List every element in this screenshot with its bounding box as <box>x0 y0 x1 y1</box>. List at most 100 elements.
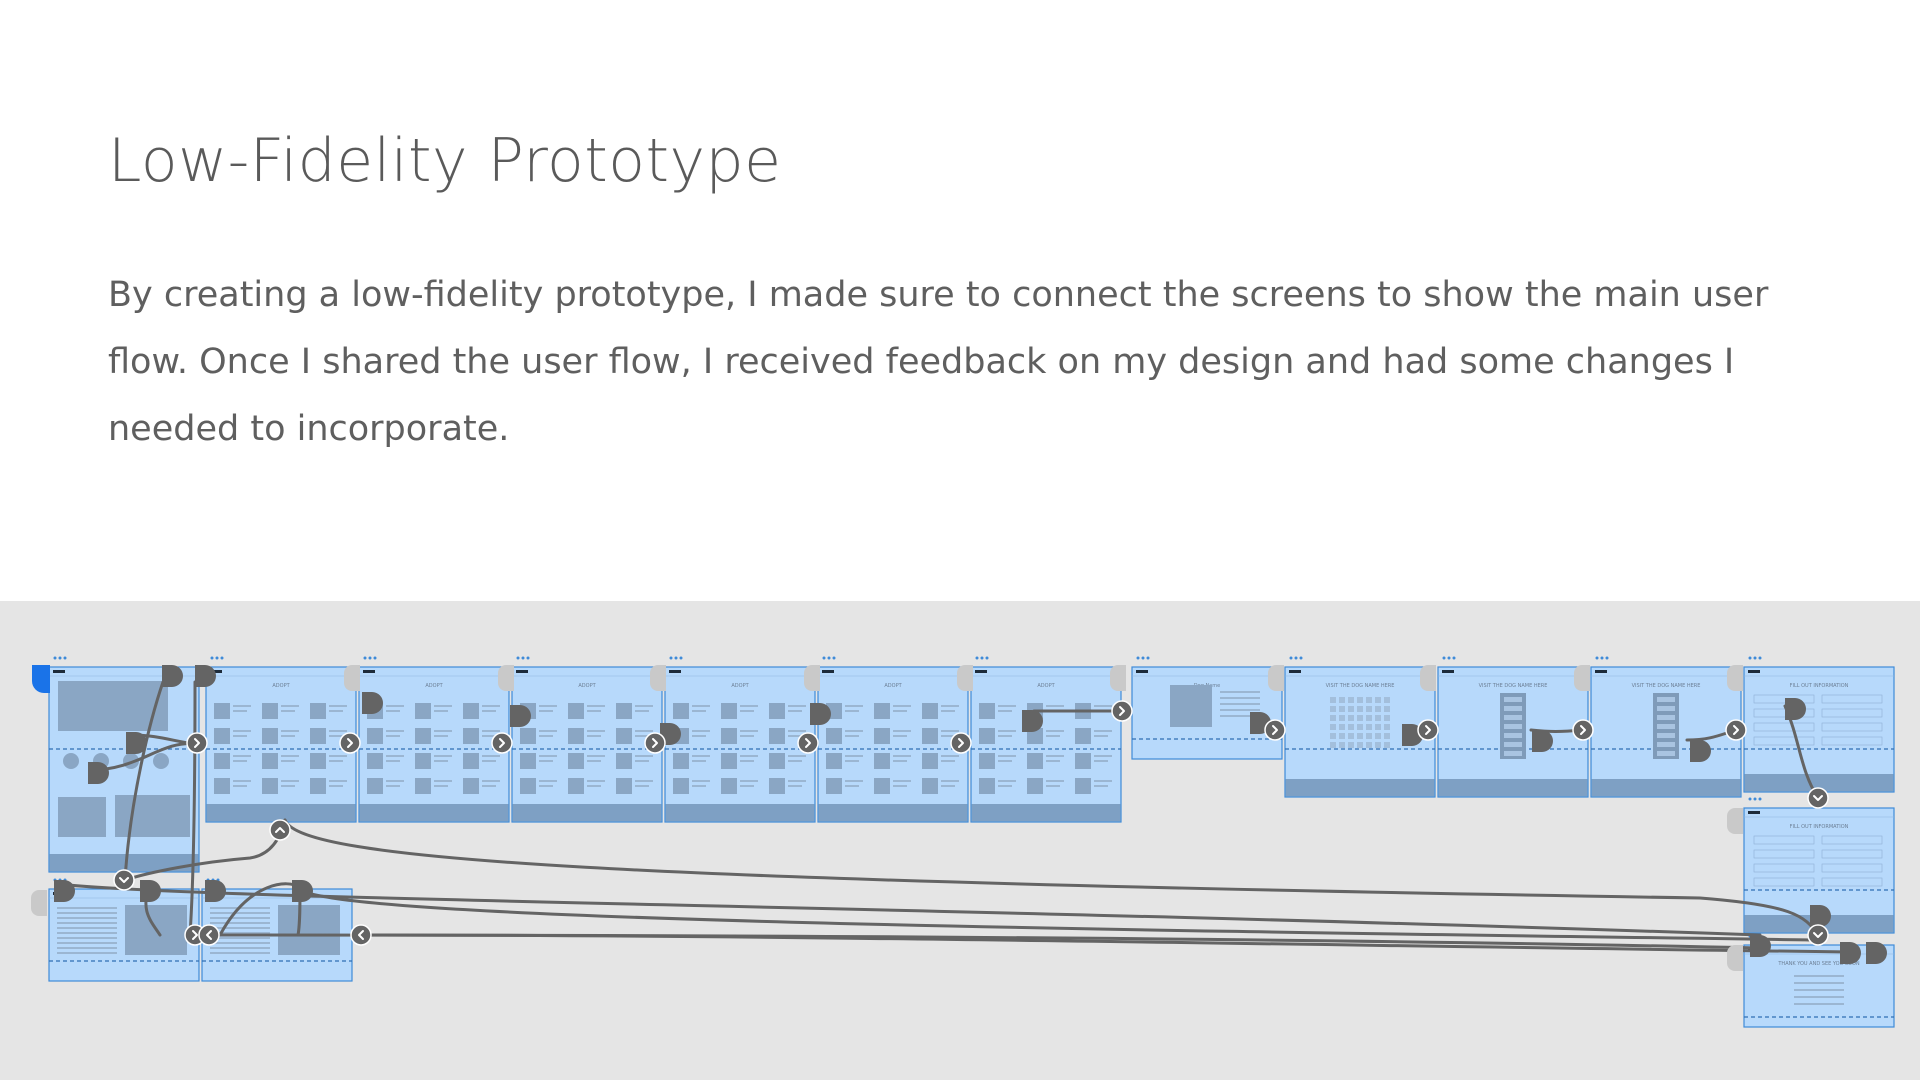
prototype-frame[interactable]: ADOPT <box>511 656 663 823</box>
grid-thumb <box>922 703 938 719</box>
form-field <box>1753 835 1815 845</box>
frame-side-tab <box>650 665 666 691</box>
arrow-chevron-icon <box>958 738 964 748</box>
grid-thumb <box>922 728 938 744</box>
navigation-arrow-icon[interactable] <box>644 732 666 754</box>
navigation-arrow-icon[interactable] <box>269 819 291 841</box>
grid-thumb <box>616 778 632 794</box>
navigation-arrow-icon[interactable] <box>339 732 361 754</box>
navigation-arrow-icon[interactable] <box>491 732 513 754</box>
hotspot-nub[interactable] <box>1810 905 1831 927</box>
prototype-canvas[interactable]: ADOPTADOPTADOPTADOPTADOPTADOPTDog NameVI… <box>0 601 1920 1080</box>
hotspot-nub[interactable] <box>1866 942 1887 964</box>
hotspot-nub[interactable] <box>1690 740 1711 762</box>
navigation-arrow-icon[interactable] <box>950 732 972 754</box>
prototype-frame[interactable]: ADOPT <box>970 656 1122 823</box>
form-field <box>1753 863 1815 873</box>
hotspot-nub[interactable] <box>126 732 147 754</box>
calendar-cell <box>1384 724 1390 730</box>
frame-side-tab <box>1110 665 1126 691</box>
hotspot-nub[interactable] <box>195 665 216 687</box>
grid-caption <box>482 780 500 782</box>
prototype-frame[interactable] <box>48 656 200 873</box>
form-field <box>1753 877 1815 887</box>
grid-caption <box>893 785 907 787</box>
hotspot-nub[interactable] <box>54 880 75 902</box>
prototype-frame[interactable]: ADOPT <box>817 656 969 823</box>
hotspot-nub[interactable] <box>1022 710 1043 732</box>
calendar-cell <box>1375 724 1381 730</box>
hotspot-nub[interactable] <box>292 880 313 902</box>
thanks-text-line <box>1794 1003 1844 1005</box>
prototype-frame[interactable]: VISIT THE DOG NAME HERE <box>1437 656 1589 798</box>
grid-caption <box>233 735 247 737</box>
hotspot-nub[interactable] <box>162 665 183 687</box>
frame-side-tab <box>1727 945 1743 971</box>
hotspot-nub[interactable] <box>140 880 161 902</box>
prototype-frame[interactable]: VISIT THE DOG NAME HERE <box>1590 656 1742 798</box>
grid-thumb <box>979 753 995 769</box>
navigation-arrow-icon[interactable] <box>1572 719 1594 741</box>
detail-text-line <box>1220 703 1260 705</box>
navigation-arrow-icon[interactable] <box>1417 719 1439 741</box>
thanks-text-line <box>1794 996 1844 998</box>
arrow-chevron-icon <box>1119 706 1125 716</box>
hotspot-nub[interactable] <box>362 692 383 714</box>
navigation-arrow-icon[interactable] <box>797 732 819 754</box>
hotspot-nub[interactable] <box>660 723 681 745</box>
navigation-arrow-icon[interactable] <box>350 924 372 946</box>
frame-body[interactable] <box>664 666 816 823</box>
navigation-arrow-icon[interactable] <box>1807 924 1829 946</box>
hotspot-nub[interactable] <box>1750 935 1771 957</box>
frame-body[interactable] <box>1743 666 1895 793</box>
frame-body[interactable] <box>817 666 969 823</box>
frame-body[interactable] <box>970 666 1122 823</box>
grid-caption <box>434 735 448 737</box>
navigation-arrow-icon[interactable] <box>1807 787 1829 809</box>
selection-marker[interactable] <box>32 665 50 693</box>
navigation-arrow-icon[interactable] <box>113 869 135 891</box>
grid-caption <box>635 755 653 757</box>
calendar-cell <box>1384 742 1390 748</box>
frame-menu-dot <box>63 656 67 660</box>
frame-body[interactable] <box>511 666 663 823</box>
grid-thumb <box>568 703 584 719</box>
prototype-frame[interactable]: ADOPT <box>205 656 357 823</box>
time-slot <box>1504 733 1522 738</box>
navigation-arrow-icon[interactable] <box>198 924 220 946</box>
navigation-arrow-icon[interactable] <box>1725 719 1747 741</box>
frame-body[interactable] <box>205 666 357 823</box>
frame-menu-dot <box>1136 656 1140 660</box>
hotspot-nub[interactable] <box>1785 698 1806 720</box>
prototype-frame[interactable]: ADOPT <box>664 656 816 823</box>
frame-menu-dot <box>832 656 836 660</box>
grid-caption <box>635 760 649 762</box>
frame-menu-dot <box>822 656 826 660</box>
calendar-cell <box>1339 724 1345 730</box>
hotspot-nub[interactable] <box>1532 730 1553 752</box>
prototype-frame[interactable]: ADOPT <box>358 656 510 823</box>
detail-text-line <box>1220 691 1260 693</box>
prototype-frame[interactable]: Dog Name <box>1131 656 1283 760</box>
calendar-cell <box>1348 706 1354 712</box>
calendar-cell <box>1357 742 1363 748</box>
navigation-arrow-icon[interactable] <box>1111 700 1133 722</box>
hotspot-nub[interactable] <box>1840 942 1861 964</box>
grid-caption <box>692 710 706 712</box>
hotspot-nub[interactable] <box>510 705 531 727</box>
prototype-flow-diagram[interactable]: ADOPTADOPTADOPTADOPTADOPTADOPTDog NameVI… <box>0 601 1920 1080</box>
prototype-frame[interactable]: FILL OUT INFORMATION <box>1743 656 1895 793</box>
prototype-frame[interactable] <box>48 878 200 982</box>
frame-body[interactable] <box>358 666 510 823</box>
grid-caption <box>386 710 400 712</box>
hotspot-nub[interactable] <box>88 762 109 784</box>
navigation-arrow-icon[interactable] <box>1264 719 1286 741</box>
grid-thumb <box>1075 728 1091 744</box>
article-text-line <box>210 952 270 954</box>
frame-logo <box>1136 670 1148 673</box>
navigation-arrow-icon[interactable] <box>186 732 208 754</box>
grid-caption <box>788 785 802 787</box>
article-text-line <box>210 912 270 914</box>
hotspot-nub[interactable] <box>205 880 226 902</box>
hotspot-nub[interactable] <box>810 703 831 725</box>
